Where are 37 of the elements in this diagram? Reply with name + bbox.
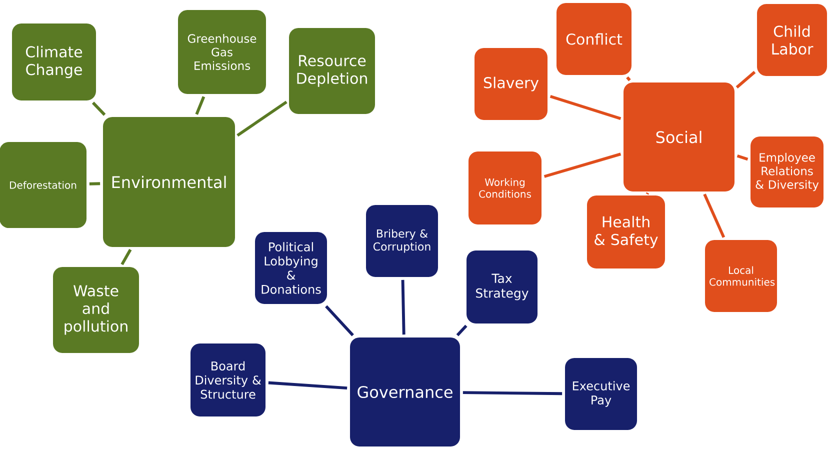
topic-box: Political Lobbying & Donations [255,232,327,304]
topic-box: Board Diversity & Structure [190,344,266,416]
hub-box: Social [624,82,734,192]
topic-box: Climate Change [12,24,96,100]
connector-line [703,194,726,238]
hub-box: Governance [350,338,460,446]
connector-line [195,96,206,115]
connector-line [401,280,406,335]
hub-box: Environmental [103,117,235,247]
connector-line [544,152,622,178]
topic-box: Slavery [474,48,548,120]
connector-line [325,305,354,336]
connector-line [462,391,562,396]
topic-box: Child Labor [757,4,827,76]
connector-line [646,192,650,195]
connector-line [120,248,132,266]
topic-box: Tax Strategy [466,250,538,324]
topic-box: Deforestation [0,142,86,228]
connector-line [550,95,622,120]
connector-line [268,381,348,390]
connector-line [736,154,748,161]
topic-box: Resource Depletion [289,28,375,114]
connector-line [236,100,288,137]
connector-line [626,76,631,82]
connector-line [736,70,756,88]
topic-box: Employee Relations & Diversity [750,136,824,208]
topic-box: Executive Pay [565,358,637,430]
topic-box: Bribery & Corruption [366,205,438,277]
connector-line [456,324,468,336]
connector-line [92,102,106,116]
topic-box: Working Conditions [468,152,542,224]
topic-box: Local Communities [705,240,777,312]
topic-box: Health & Safety [587,196,665,268]
topic-box: Conflict [556,3,632,75]
topic-box: Greenhouse Gas Emissions [178,10,266,94]
topic-box: Waste and pollution [53,267,139,353]
connector-line [89,182,100,186]
